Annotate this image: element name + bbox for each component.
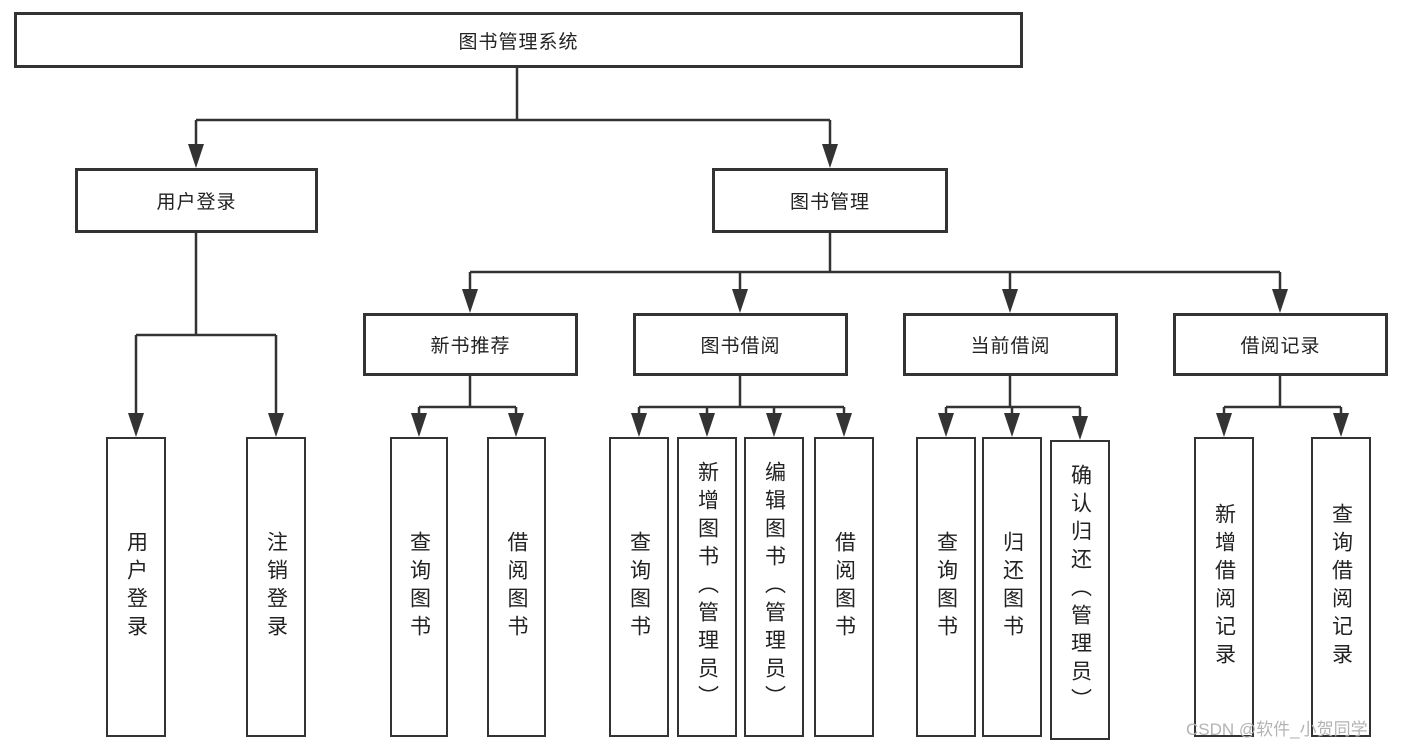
node-label: 归还图书 xyxy=(1000,531,1024,643)
node-borrowing-record: 借阅记录 xyxy=(1173,313,1388,376)
node-current-borrowing: 当前借阅 xyxy=(903,313,1118,376)
connector-borrow-record-children xyxy=(1216,376,1349,437)
node-label: 查询图书 xyxy=(934,531,958,643)
node-label: 查询图书 xyxy=(627,531,651,643)
node-leaf-br-query-record: 查询借阅记录 xyxy=(1311,437,1371,737)
node-label: 注销登录 xyxy=(264,531,288,643)
connector-user-login-children xyxy=(128,233,284,437)
node-leaf-bb-borrow-books: 借阅图书 xyxy=(814,437,874,737)
node-root: 图书管理系统 xyxy=(14,12,1023,68)
node-leaf-bb-add-books-admin: 新增图书（管理员） xyxy=(677,437,737,737)
node-label: 编辑图书（管理员） xyxy=(762,461,786,713)
node-label: 查询图书 xyxy=(407,531,431,643)
node-leaf-cb-query-books: 查询图书 xyxy=(916,437,976,737)
node-book-borrowing: 图书借阅 xyxy=(633,313,848,376)
node-book-management: 图书管理 xyxy=(712,168,948,233)
node-label: 借阅图书 xyxy=(505,531,528,643)
node-leaf-cb-return-books: 归还图书 xyxy=(982,437,1042,737)
connector-book-borrow-children xyxy=(631,376,852,437)
node-leaf-logout: 注销登录 xyxy=(246,437,306,737)
node-leaf-nb-query-books: 查询图书 xyxy=(390,437,448,737)
node-leaf-br-add-record: 新增借阅记录 xyxy=(1194,437,1254,737)
node-label: 用户登录 xyxy=(124,531,148,643)
node-leaf-nb-borrow-books: 借阅图书 xyxy=(487,437,546,737)
node-label: 新增借阅记录 xyxy=(1212,503,1236,671)
node-label: 新增图书（管理员） xyxy=(695,461,719,713)
connector-book-mgmt-children xyxy=(462,233,1288,313)
node-leaf-bb-query-books: 查询图书 xyxy=(609,437,669,737)
node-leaf-cb-confirm-return-admin: 确认归还（管理员） xyxy=(1050,440,1110,740)
csdn-watermark: CSDN @软件_小贺同学 xyxy=(1186,720,1368,739)
node-leaf-bb-edit-books-admin: 编辑图书（管理员） xyxy=(744,437,804,737)
connector-current-borrow-children xyxy=(938,376,1088,440)
node-label: 确认归还（管理员） xyxy=(1068,464,1092,716)
node-new-book-recommend: 新书推荐 xyxy=(363,313,578,376)
connector-root-children xyxy=(188,68,838,168)
node-user-login: 用户登录 xyxy=(75,168,318,233)
node-label: 借阅图书 xyxy=(832,531,856,643)
node-leaf-user-login: 用户登录 xyxy=(106,437,166,737)
connector-new-book-children xyxy=(411,376,524,437)
node-label: 查询借阅记录 xyxy=(1329,503,1353,671)
